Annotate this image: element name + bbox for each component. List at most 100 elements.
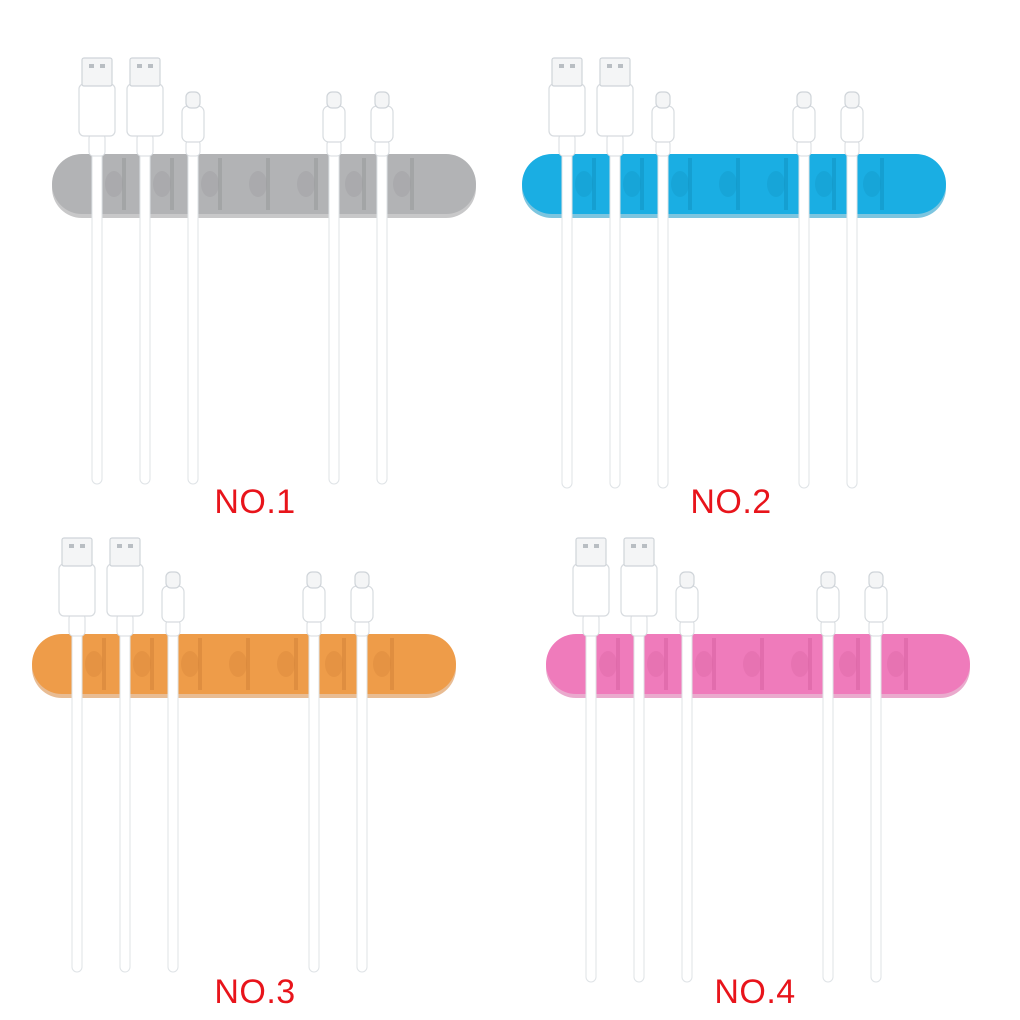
cable-strain-relief: [606, 133, 624, 157]
usb-a-plug: [109, 537, 141, 567]
slot-lobe: [671, 171, 689, 197]
usb-c-housing: [675, 585, 699, 623]
cable: [350, 571, 374, 973]
usb-a-pin: [148, 64, 153, 68]
slot-line: [122, 158, 126, 210]
organizer-panel-3: NO.3: [0, 482, 510, 1011]
slot-line: [736, 158, 740, 210]
cable-wire: [798, 133, 810, 489]
slot-divider: [815, 158, 836, 210]
usb-c-plug: [326, 91, 342, 109]
slot-lobe: [153, 171, 171, 197]
slot-line: [362, 158, 366, 210]
usb-c-plug: [844, 91, 860, 109]
slot-line: [150, 638, 154, 690]
slot-divider: [575, 158, 596, 210]
cable-wire: [308, 613, 320, 973]
slot-line: [342, 638, 346, 690]
slot-divider: [325, 638, 346, 690]
organizer-panel-1: NO.1: [0, 0, 510, 521]
organizer-image: [52, 57, 476, 485]
usb-a-pin: [117, 544, 122, 548]
slot-line: [266, 158, 270, 210]
slot-line: [784, 158, 788, 210]
slot-line: [760, 638, 764, 690]
cable-wire: [822, 613, 834, 983]
cable-wire: [870, 613, 882, 983]
slot-lobe: [839, 651, 857, 677]
slot-divider: [863, 158, 884, 210]
usb-c-plug: [796, 91, 812, 109]
slot-divider: [133, 638, 154, 690]
slot-divider: [345, 158, 366, 210]
slot-divider: [85, 638, 106, 690]
cable-wire: [139, 133, 151, 485]
slot-divider: [277, 638, 298, 690]
slot-lobe: [815, 171, 833, 197]
cable-wire: [633, 613, 645, 983]
usb-a-pin: [559, 64, 564, 68]
slot-divider: [393, 158, 414, 210]
usb-a-housing: [548, 83, 586, 137]
slot-divider: [719, 158, 740, 210]
cable: [181, 91, 205, 485]
slot-divider: [249, 158, 270, 210]
slot-divider: [105, 158, 126, 210]
cable: [370, 91, 394, 485]
cable: [126, 57, 164, 485]
cable-strain-relief: [136, 133, 154, 157]
usb-a-pin: [89, 64, 94, 68]
usb-a-pin: [631, 544, 636, 548]
slot-lobe: [767, 171, 785, 197]
slot-lobe: [887, 651, 905, 677]
slot-lobe: [623, 171, 641, 197]
slot-line: [616, 638, 620, 690]
slot-divider: [887, 638, 908, 690]
slot-line: [198, 638, 202, 690]
cable-wire: [585, 613, 597, 983]
slot-line: [170, 158, 174, 210]
usb-a-pin: [128, 544, 133, 548]
slot-lobe: [345, 171, 363, 197]
slot-lobe: [133, 651, 151, 677]
usb-a-plug: [129, 57, 161, 87]
usb-c-housing: [181, 105, 205, 143]
slot-line: [294, 638, 298, 690]
usb-c-housing: [864, 585, 888, 623]
organizer-label: NO.1: [214, 483, 296, 521]
usb-a-housing: [106, 563, 144, 617]
slot-lobe: [393, 171, 411, 197]
slot-line: [390, 638, 394, 690]
slot-line: [832, 158, 836, 210]
cable: [816, 571, 840, 983]
slot-divider: [599, 638, 620, 690]
cable-wire: [376, 133, 388, 485]
cable-wire: [609, 133, 621, 489]
slot-lobe: [743, 651, 761, 677]
cable-wire: [167, 613, 179, 973]
organizer-panel-4: NO.4: [500, 482, 1010, 1011]
slot-line: [218, 158, 222, 210]
cable-wire: [657, 133, 669, 489]
cable: [302, 571, 326, 973]
usb-c-plug: [185, 91, 201, 109]
slot-line: [592, 158, 596, 210]
slot-divider: [201, 158, 222, 210]
organizer-label: NO.4: [714, 973, 796, 1011]
usb-a-pin: [583, 544, 588, 548]
cable: [596, 57, 634, 489]
cable: [322, 91, 346, 485]
slot-line: [314, 158, 318, 210]
cable-wire: [846, 133, 858, 489]
usb-a-plug: [61, 537, 93, 567]
slot-divider: [743, 638, 764, 690]
slot-divider: [647, 638, 668, 690]
cable-wire: [561, 133, 573, 489]
cable-wire: [71, 613, 83, 973]
slot-lobe: [325, 651, 343, 677]
cable-strain-relief: [582, 613, 600, 637]
cable-strain-relief: [116, 613, 134, 637]
usb-a-pin: [69, 544, 74, 548]
slot-lobe: [105, 171, 123, 197]
usb-c-plug: [655, 91, 671, 109]
